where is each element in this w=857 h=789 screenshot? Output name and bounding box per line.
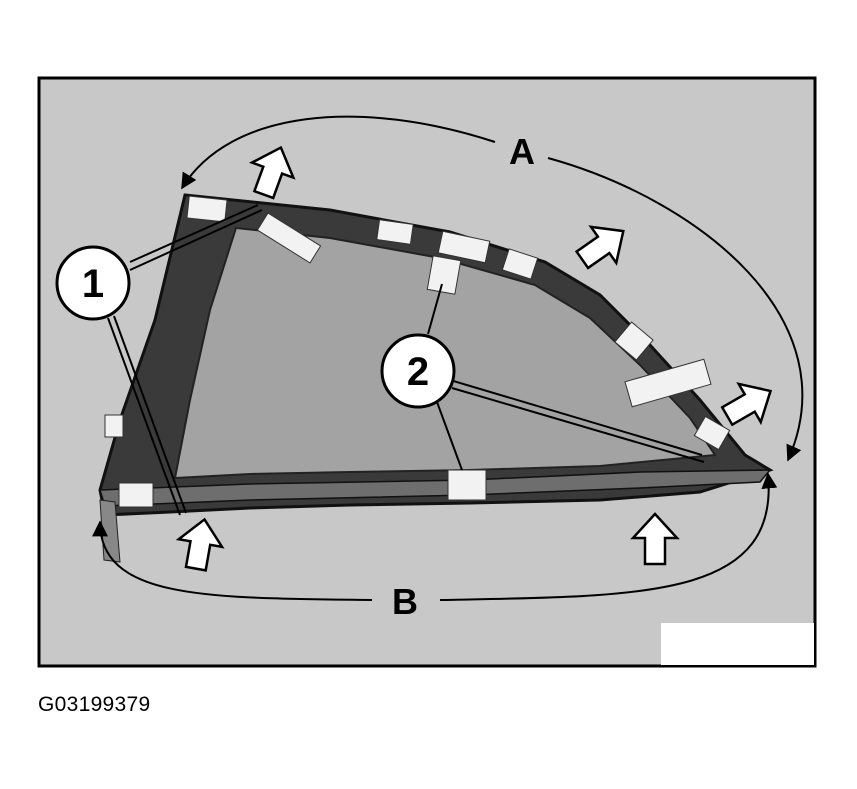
dimension-label-b: B <box>392 581 418 622</box>
hollow-arrow-icon <box>248 145 296 200</box>
dimension-arc-b <box>92 520 373 601</box>
corner-blank <box>661 623 814 665</box>
svg-text:1: 1 <box>82 262 104 306</box>
dimension-arc-b <box>439 472 778 601</box>
lower-trim-strip <box>98 469 772 507</box>
dimension-arc-a <box>181 115 496 190</box>
hollow-arrow-icon <box>630 512 680 566</box>
dimension-arc-a <box>547 157 804 462</box>
tape-strips <box>104 195 731 508</box>
hollow-arrow-icon <box>720 382 773 427</box>
callout-2: 2 <box>380 333 456 409</box>
hollow-arrow-icon <box>574 225 625 270</box>
svg-text:2: 2 <box>407 350 429 394</box>
leader-lines-1 <box>107 204 263 516</box>
dimension-label-a: A <box>509 131 535 172</box>
figure-caption: G03199379 <box>38 693 151 716</box>
hollow-arrow-icon <box>175 517 225 572</box>
callout-1: 1 <box>55 245 131 321</box>
leader-lines-2 <box>427 283 705 471</box>
